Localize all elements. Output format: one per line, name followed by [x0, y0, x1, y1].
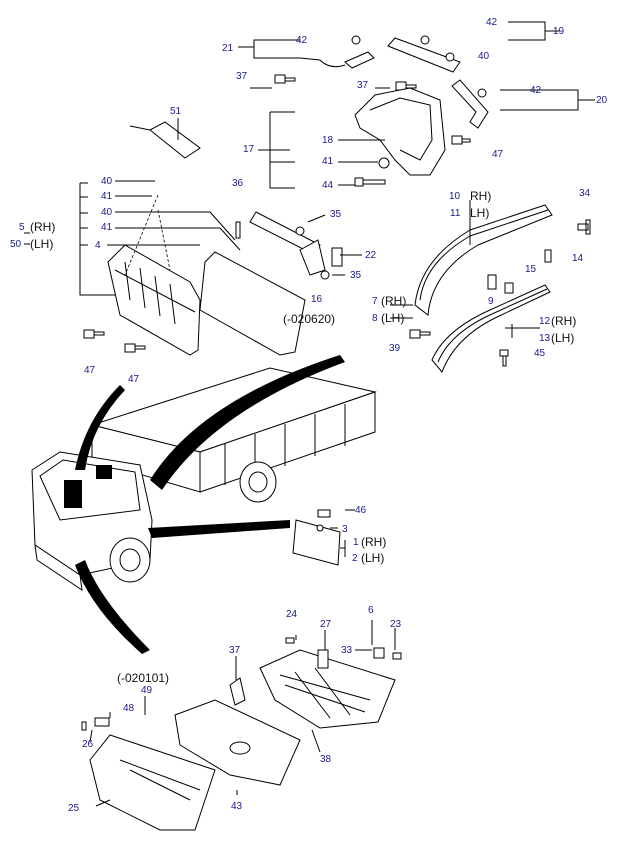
- callout-34: 34: [579, 188, 591, 199]
- callout-41: 41: [322, 156, 334, 167]
- callout-6: 6: [368, 605, 374, 616]
- callout-12: 12: [539, 316, 551, 327]
- callout-42: 42: [486, 17, 498, 28]
- callout-42: 42: [530, 85, 542, 96]
- label-lh: (LH): [381, 311, 404, 325]
- callout-45: 45: [534, 348, 546, 359]
- callout-37: 37: [229, 645, 241, 656]
- label-lh: (LH): [30, 237, 53, 251]
- upper-bracket-group: [129, 21, 595, 189]
- callout-7: 7: [372, 296, 378, 307]
- callout-20: 20: [596, 95, 608, 106]
- callout-37: 37: [236, 71, 248, 82]
- label-lh: LH): [470, 206, 489, 220]
- callout-50: 50: [10, 239, 22, 250]
- callout-15: 15: [525, 264, 537, 275]
- label-date-020101: (-020101): [117, 671, 169, 685]
- callout-9: 9: [488, 296, 494, 307]
- callout-44: 44: [322, 180, 334, 191]
- callout-47: 47: [128, 374, 140, 385]
- callout-43: 43: [231, 801, 243, 812]
- callout-33: 33: [341, 645, 353, 656]
- callout-25: 25: [68, 803, 80, 814]
- label-lh: (LH): [551, 331, 574, 345]
- panel-group: [24, 180, 362, 356]
- callout-41: 41: [101, 191, 113, 202]
- callout-26: 26: [82, 739, 94, 750]
- callout-22: 22: [365, 250, 377, 261]
- fender-group: [390, 200, 591, 373]
- callout-42: 42: [296, 35, 308, 46]
- callout-41: 41: [101, 222, 113, 233]
- callout-35: 35: [330, 209, 342, 220]
- callout-23: 23: [390, 619, 402, 630]
- callout-16: 16: [311, 294, 323, 305]
- callout-48: 48: [123, 703, 135, 714]
- callout-17: 17: [243, 144, 255, 155]
- callout-47: 47: [84, 365, 96, 376]
- label-rh: RH): [470, 189, 491, 203]
- callout-38: 38: [320, 754, 332, 765]
- callout-8: 8: [372, 313, 378, 324]
- callout-46: 46: [355, 505, 367, 516]
- callout-layer: 42 42 19 21 40 37 37 42 20 51 17 18 41 4…: [10, 17, 608, 814]
- callout-10: 10: [449, 191, 461, 202]
- callout-36: 36: [232, 178, 244, 189]
- callout-2: 2: [352, 553, 358, 564]
- callout-51: 51: [170, 106, 182, 117]
- callout-3: 3: [342, 524, 348, 535]
- callout-37: 37: [357, 80, 369, 91]
- callout-47: 47: [492, 149, 504, 160]
- callout-18: 18: [322, 135, 334, 146]
- callout-40: 40: [101, 176, 113, 187]
- callout-1: 1: [353, 537, 359, 548]
- label-lh: (LH): [361, 551, 384, 565]
- callout-13: 13: [539, 333, 551, 344]
- callout-40: 40: [101, 207, 113, 218]
- callout-49: 49: [141, 685, 153, 696]
- label-rh: (RH): [551, 314, 576, 328]
- label-date-020620: (-020620): [283, 312, 335, 326]
- floor-group: [81, 620, 402, 831]
- callout-4: 4: [95, 240, 101, 251]
- callout-35: 35: [350, 270, 362, 281]
- callout-27: 27: [320, 619, 332, 630]
- callout-39: 39: [389, 343, 401, 354]
- callout-24: 24: [286, 609, 298, 620]
- callout-40: 40: [478, 51, 490, 62]
- truck: [31, 355, 377, 654]
- callout-5: 5: [19, 222, 25, 233]
- plate-group: [292, 509, 355, 566]
- callout-14: 14: [572, 253, 584, 264]
- callout-19: 19: [553, 26, 565, 37]
- callout-11: 11: [450, 208, 461, 219]
- label-rh: (RH): [30, 220, 55, 234]
- label-rh: (RH): [361, 535, 386, 549]
- callout-21: 21: [222, 43, 234, 54]
- label-rh: (RH): [381, 294, 406, 308]
